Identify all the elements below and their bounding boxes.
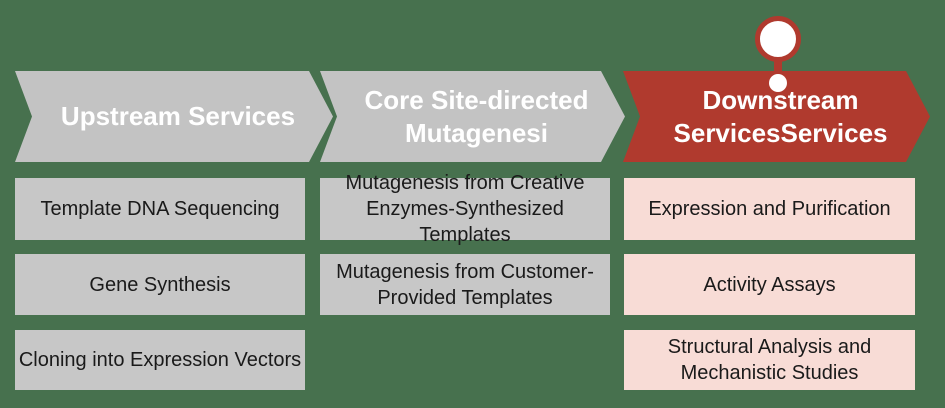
- header-line: Core Site-directed: [364, 84, 589, 115]
- header-label-core: Core Site-directed Mutagenesi: [357, 84, 589, 150]
- location-pin-dot: [769, 74, 787, 92]
- header-label-upstream: Upstream Services: [53, 100, 295, 133]
- item-box-mutagenesis-customer-provided: Mutagenesis from Customer-Provided Templ…: [320, 254, 610, 315]
- header-line: ServicesServices: [673, 117, 888, 148]
- item-label: Mutagenesis from Creative Enzymes-Synthe…: [345, 172, 585, 246]
- item-label: Expression and Purification: [648, 198, 891, 220]
- item-box-structural-analysis: Structural Analysis and Mechanistic Stud…: [624, 330, 915, 390]
- item-label: Mutagenesis from Customer-Provided Templ…: [336, 260, 594, 309]
- header-label-downstream: Downstream ServicesServices: [666, 84, 888, 150]
- header-arrow-upstream-services: Upstream Services: [15, 71, 333, 162]
- header-line: Mutagenesi: [404, 117, 548, 148]
- item-label: Template DNA Sequencing: [40, 198, 280, 220]
- header-line: Upstream Services: [60, 101, 296, 131]
- item-box-cloning-expression-vectors: Cloning into Expression Vectors: [15, 330, 305, 390]
- item-label: Cloning into Expression Vectors: [18, 349, 302, 371]
- item-box-gene-synthesis: Gene Synthesis: [15, 254, 305, 315]
- item-box-expression-purification: Expression and Purification: [624, 178, 915, 240]
- item-label: Gene Synthesis: [89, 273, 231, 296]
- location-pin-stem: [774, 60, 782, 80]
- item-box-mutagenesis-creative-enzymes: Mutagenesis from Creative Enzymes-Synthe…: [320, 172, 610, 246]
- item-label: Structural Analysis and Mechanistic Stud…: [667, 336, 872, 384]
- item-box-activity-assays: Activity Assays: [624, 254, 915, 315]
- location-pin-icon: [755, 16, 801, 62]
- item-box-template-dna-sequencing: Template DNA Sequencing: [15, 178, 305, 240]
- header-arrow-core-mutagenesis: Core Site-directed Mutagenesi: [320, 71, 625, 162]
- item-label: Activity Assays: [703, 273, 836, 296]
